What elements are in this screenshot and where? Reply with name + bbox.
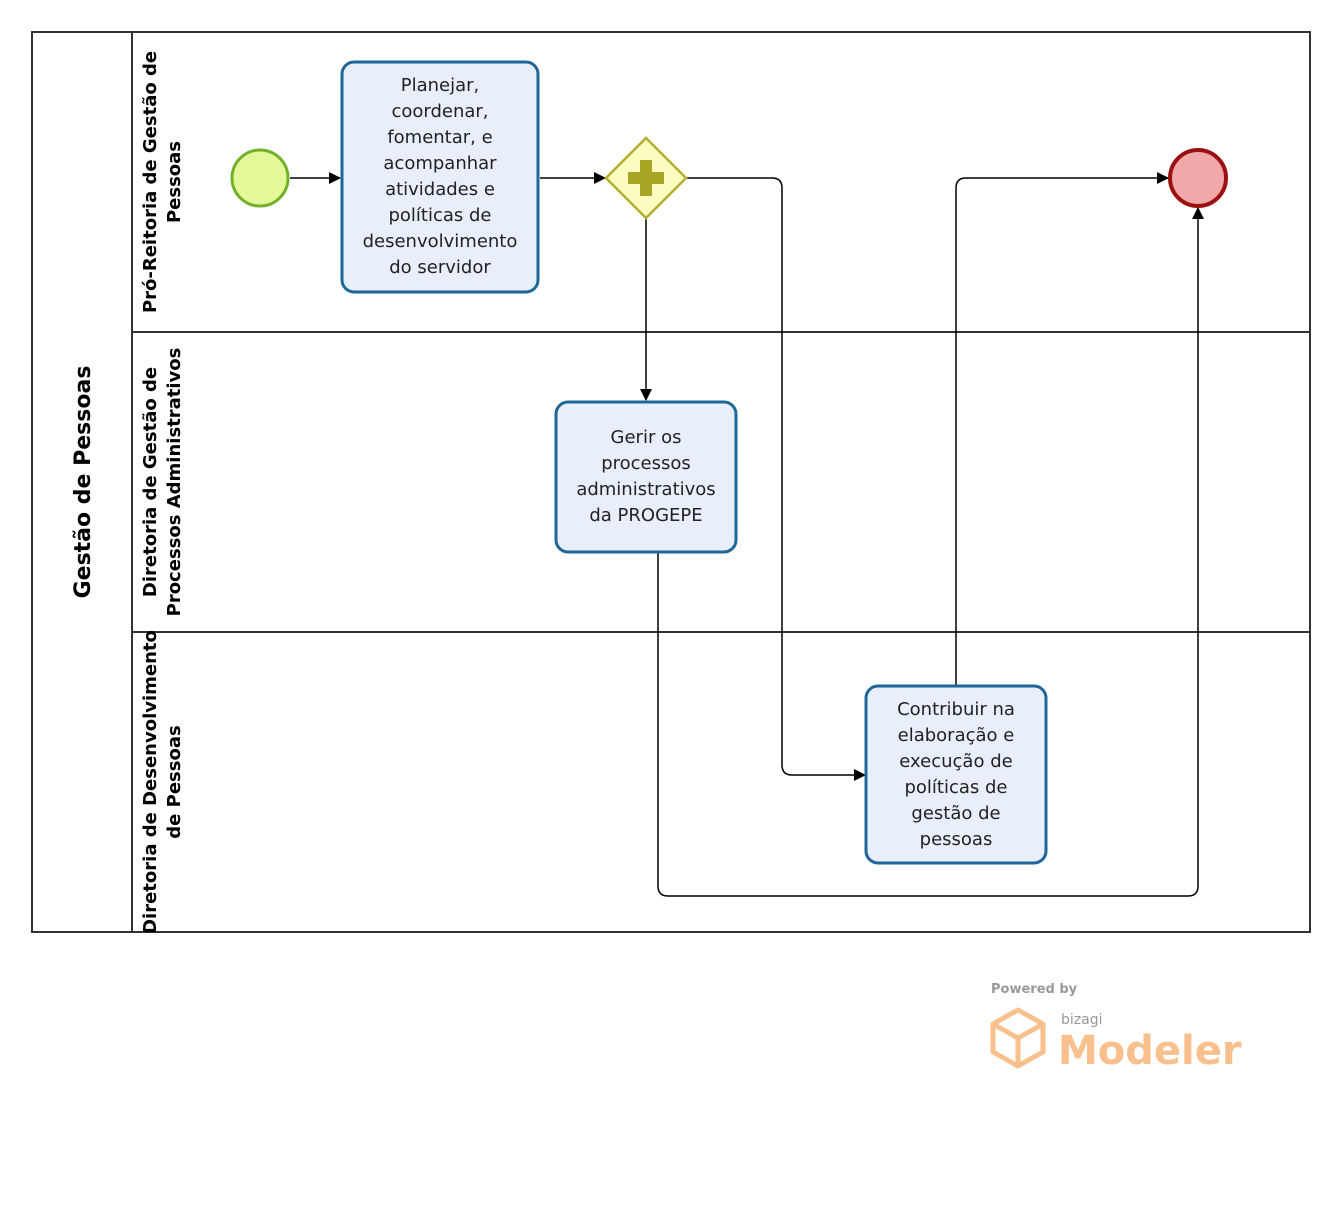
task-planejar[interactable]: Planejar, coordenar, fomentar, e acompan…: [340, 60, 540, 294]
task-label: Gerir os processos administrativos da PR…: [576, 427, 716, 526]
end-event[interactable]: [1168, 148, 1228, 208]
sequence-flows: [290, 172, 1204, 897]
flow-gateway-to-contribuir[interactable]: [686, 177, 866, 781]
watermark-powered: Powered by: [991, 982, 1078, 997]
flow-contribuir-to-end[interactable]: [955, 172, 1169, 686]
watermark-product: Modeler: [1058, 1028, 1242, 1074]
task-label: Contribuir na elaboração e execução de p…: [897, 698, 1015, 850]
plus-icon: [628, 160, 664, 196]
lane-label-line2: Processos Administrativos: [164, 348, 185, 617]
task-contribuir[interactable]: Contribuir na elaboração e execução de p…: [864, 684, 1048, 865]
lane-diretoria-processos: Diretoria de Gestão de Processos Adminis…: [140, 348, 185, 617]
task-gerir[interactable]: Gerir os processos administrativos da PR…: [554, 400, 738, 554]
lane-pro-reitoria: Pró-Reitoria de Gestão de Pessoas: [140, 51, 185, 313]
parallel-gateway[interactable]: [604, 136, 688, 220]
lane-label-line2: Pessoas: [164, 141, 185, 223]
pool: [31, 31, 1311, 933]
bizagi-watermark: Powered by bizagi Modeler: [990, 982, 1242, 1074]
watermark-brand: bizagi: [1061, 1012, 1102, 1028]
flow-gerir-to-end[interactable]: [657, 207, 1204, 897]
lane-label-line1: Pró-Reitoria de Gestão de: [140, 51, 161, 313]
lane-diretoria-desenvolvimento: Diretoria de Desenvolvimento de Pessoas: [140, 630, 185, 934]
lane-label-line1: Diretoria de Gestão de: [140, 367, 161, 597]
pool-label: Gestão de Pessoas: [71, 366, 96, 599]
lane-label-line2: de Pessoas: [164, 725, 185, 838]
lane-label-line1: Diretoria de Desenvolvimento: [140, 630, 161, 934]
task-label: Planejar, coordenar, fomentar, e acompan…: [362, 75, 518, 278]
start-event[interactable]: [230, 148, 290, 208]
bizagi-logo-icon: [990, 1007, 1046, 1069]
